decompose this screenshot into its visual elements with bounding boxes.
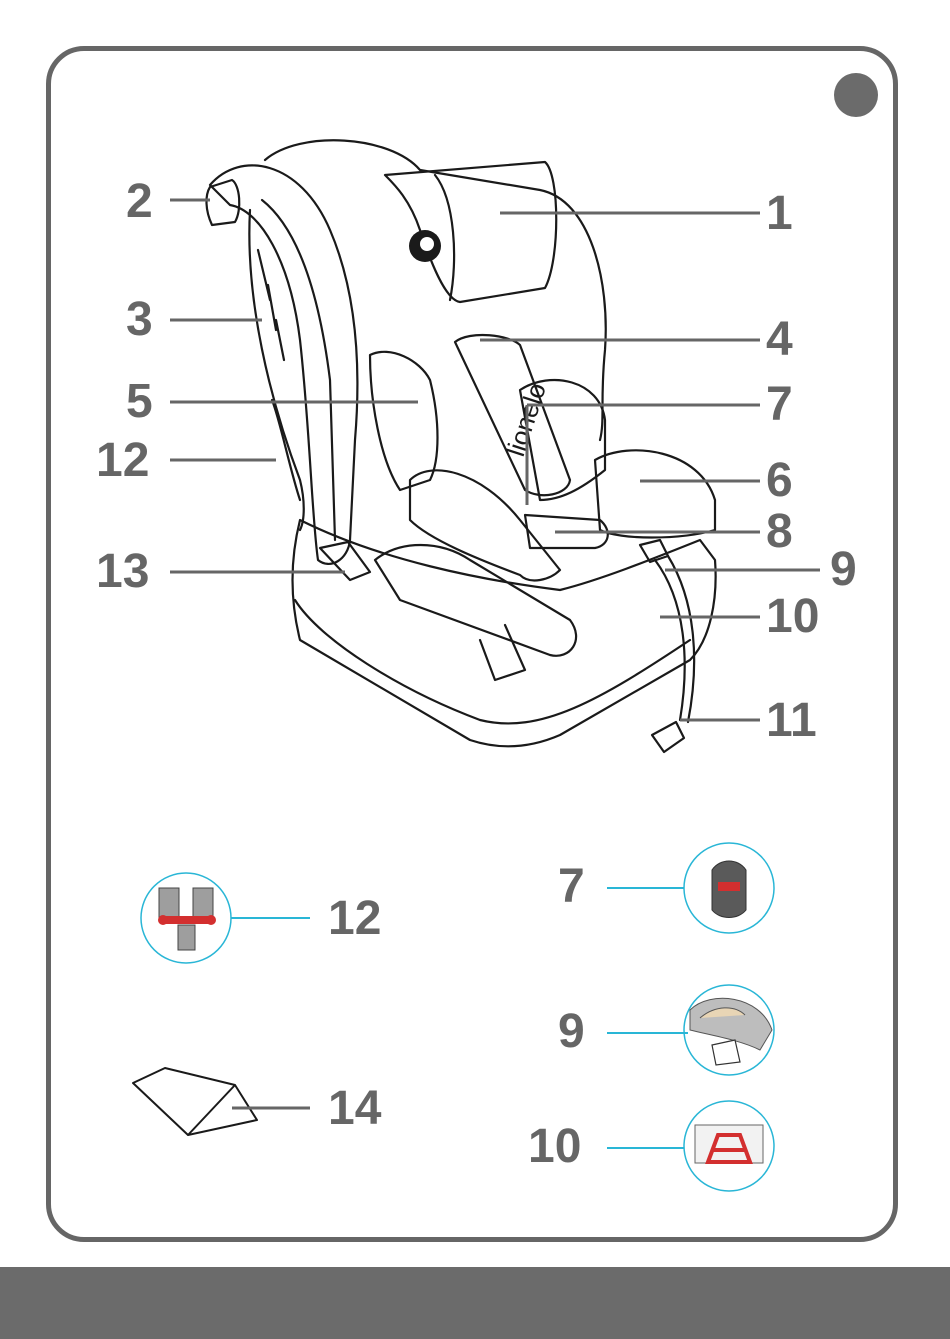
detail-label-10: 10 — [528, 1123, 581, 1171]
detail-label-9: 9 — [558, 1008, 585, 1056]
callout-10: 10 — [766, 593, 819, 641]
callout-4: 4 — [766, 316, 793, 364]
callout-11: 11 — [766, 697, 817, 745]
detail-12-belt-lock — [141, 873, 310, 963]
seat-side-cushion — [595, 450, 715, 537]
callout-2: 2 — [126, 178, 153, 226]
callout-13: 13 — [96, 548, 149, 596]
detail-7-harness — [607, 843, 774, 933]
detail-14-wedge — [133, 1068, 310, 1135]
callout-12: 12 — [96, 437, 149, 485]
detail-10-isofix — [607, 1101, 774, 1191]
isofix-guide — [320, 542, 370, 580]
headrest — [385, 162, 556, 302]
detail-9-belt-guide — [607, 985, 774, 1075]
callout-6: 6 — [766, 457, 793, 505]
footer-bar — [0, 1267, 950, 1339]
callout-1: 1 — [766, 190, 793, 238]
top-tether-strap — [655, 560, 685, 720]
callout-3: 3 — [126, 296, 153, 344]
side-cushion — [370, 352, 438, 490]
detail-label-14: 14 — [328, 1085, 381, 1133]
callout-7: 7 — [766, 381, 793, 429]
detail-label-7: 7 — [558, 863, 585, 911]
callout-9: 9 — [830, 546, 857, 594]
top-tether-hook — [652, 722, 684, 752]
callout-5: 5 — [126, 378, 153, 426]
callout-8: 8 — [766, 508, 793, 556]
callout-lines — [170, 200, 820, 720]
detail-label-12: 12 — [328, 895, 381, 943]
headrest-adjuster — [206, 180, 239, 225]
